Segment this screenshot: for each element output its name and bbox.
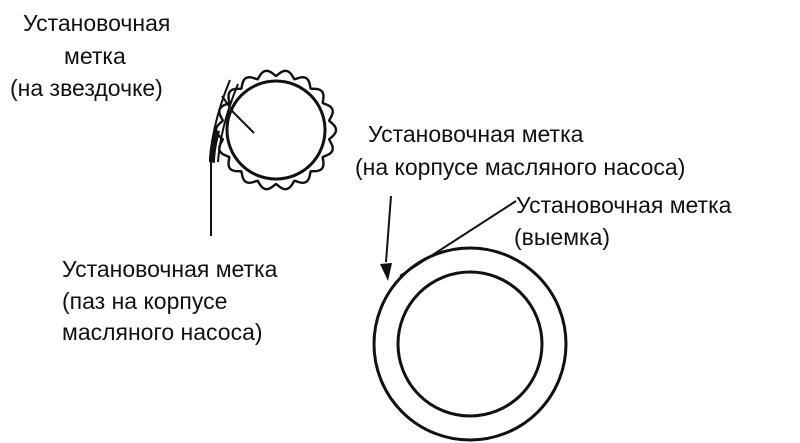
sprocket [214,69,338,191]
groove-outline-inner [217,83,239,163]
housing-arrow-head [380,263,392,281]
label-line: метка [64,43,126,69]
label-line: (паз на корпусе [62,288,227,314]
groove-dark-mark [209,130,220,163]
label-sprocket-mark: Установочная метка (на звездочке) [10,10,170,101]
pump-body-groove [209,79,239,236]
label-line: Установочная метка [62,256,278,282]
label-line: (на звездочке) [10,75,163,101]
sprocket-mark-leader [221,95,255,134]
label-pump-body-groove: Установочная метка (паз на корпусе масля… [62,256,278,345]
pump-ring [372,246,568,442]
pump-ring-inner [396,270,544,418]
label-line: масляного насоса) [62,319,263,345]
housing-arrow-line [385,195,392,263]
label-pump-housing-mark: Установочная метка (на корпусе масляного… [355,121,685,180]
label-notch-mark: Установочная метка (выемка) [514,192,732,250]
label-line: Установочная метка [368,121,584,147]
pump-ring-outer [372,246,568,442]
sprocket-teeth [214,69,338,191]
sprocket-inner-circle [225,79,327,181]
label-line: (выемка) [514,224,610,250]
label-line: (на корпусе масляного насоса) [355,154,685,180]
label-line: Установочная метка [516,192,732,218]
notch-leader-line [399,200,517,277]
label-line: Установочная [23,10,170,36]
